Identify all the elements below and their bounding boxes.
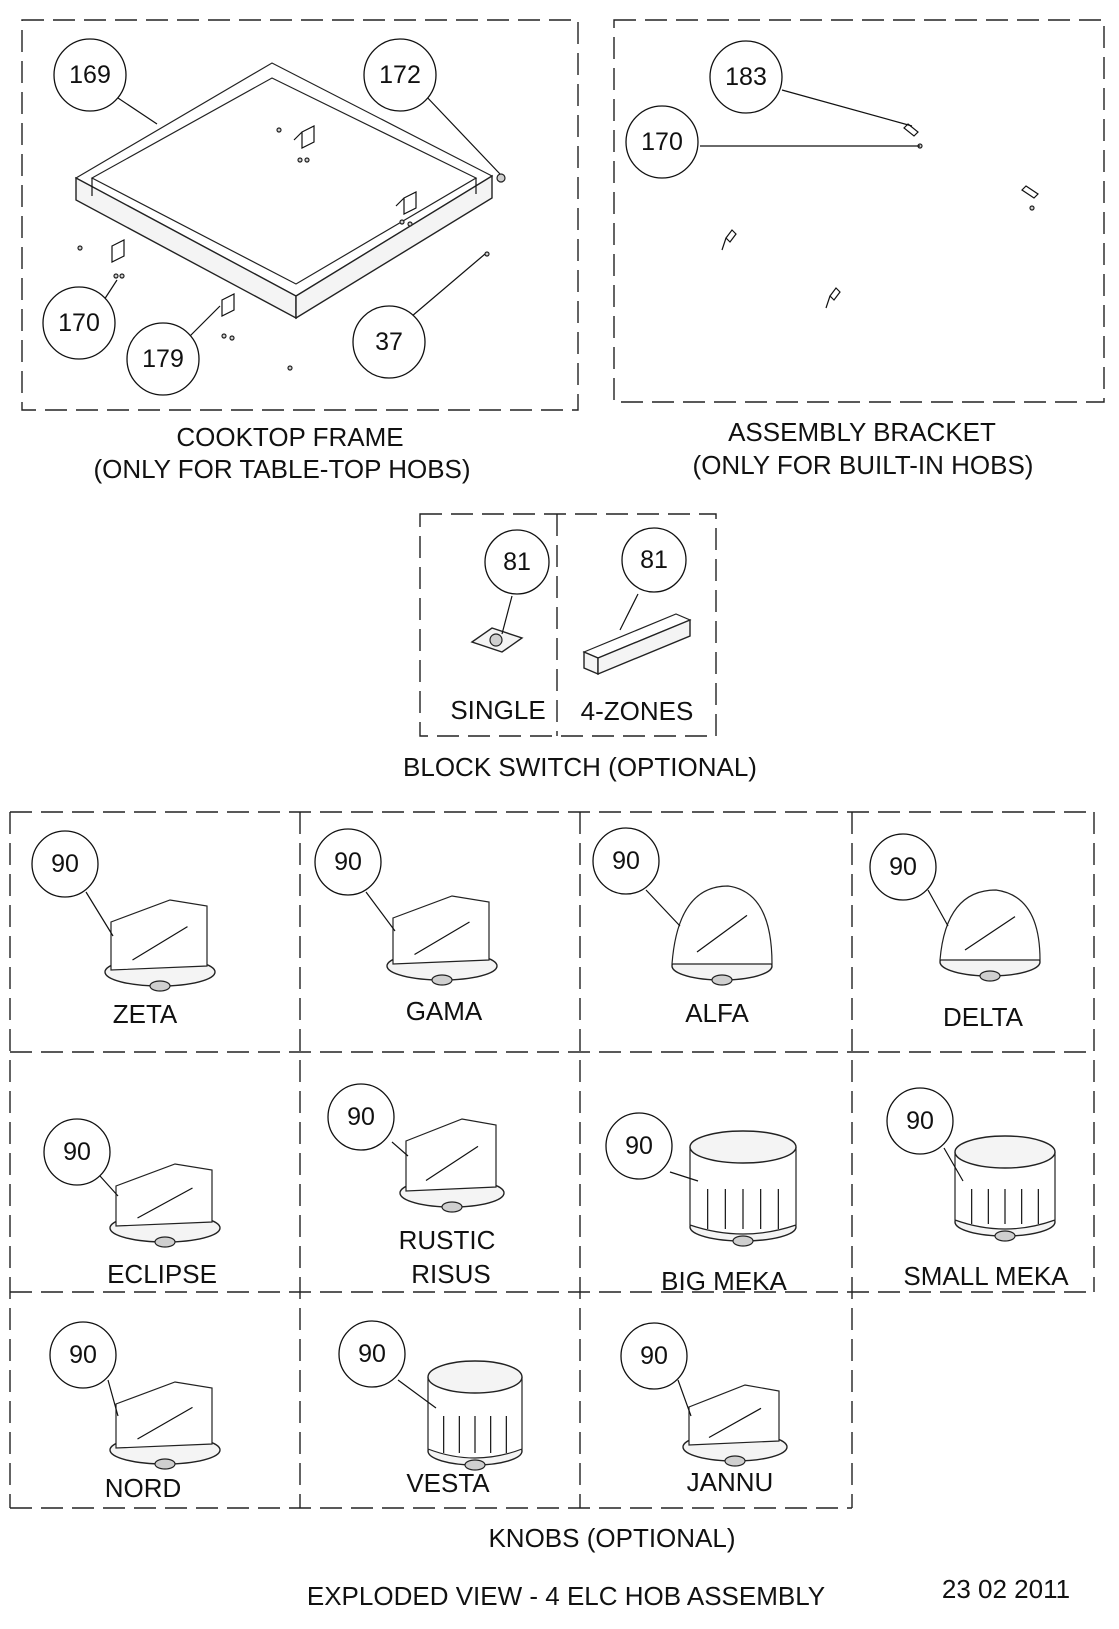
svg-text:170: 170 [641,128,683,156]
block-switch-single-part [470,627,524,653]
callout-90-small-meka: 90 [886,1087,954,1155]
knob-label-jannu: JANNU [687,1467,774,1497]
assembly-bracket-section: 183 170 ASSEMBLY BRACKET (ONLY FOR BUILT… [613,19,1105,480]
assembly-bracket-box [613,19,1105,403]
callout-90-jannu: 90 [620,1322,688,1390]
block-switch-single-label: SINGLE [450,695,545,725]
svg-text:170: 170 [58,309,100,337]
knob-label-eclipse: ECLIPSE [107,1259,217,1289]
svg-text:179: 179 [142,345,184,373]
callout-170-bracket: 170 [625,105,699,179]
knob-rustic-risus [391,1118,505,1213]
block-switch-title: BLOCK SWITCH (OPTIONAL) [403,752,757,782]
svg-text:90: 90 [612,847,640,875]
knob-eclipse [99,1163,221,1248]
cooktop-frame-section: 169 172 170 179 37 COOKTOP FRAME (ONLY F… [21,19,579,484]
callout-170: 170 [42,286,116,360]
knobs-title: KNOBS (OPTIONAL) [488,1523,735,1553]
callout-90-gama: 90 [314,828,382,896]
assembly-bracket-title: ASSEMBLY BRACKET [728,417,996,447]
callout-90-zeta: 90 [31,830,99,898]
svg-text:90: 90 [625,1132,653,1160]
knobs-section: 90 90 90 90 90 90 90 90 90 90 90 ZETA GA… [9,811,1095,1553]
assembly-bracket-subtitle: (ONLY FOR BUILT-IN HOBS) [693,450,1034,480]
callout-90-rustic-risus: 90 [327,1083,395,1151]
cooktop-frame-subtitle: (ONLY FOR TABLE-TOP HOBS) [93,454,470,484]
svg-text:90: 90 [640,1342,668,1370]
callout-90-alfa: 90 [592,827,660,895]
svg-text:81: 81 [503,548,531,576]
callout-90-vesta: 90 [338,1320,406,1388]
block-switch-4zones-label: 4-ZONES [581,696,694,726]
knob-nord [107,1379,221,1470]
cooktop-frame-box [21,19,579,411]
knob-label-alfa: ALFA [685,998,749,1028]
cooktop-frame-part [74,62,506,371]
knob-gama [365,891,498,986]
svg-text:169: 169 [69,61,111,89]
knob-label-gama: GAMA [406,996,483,1026]
cooktop-frame-title: COOKTOP FRAME [176,422,403,452]
assembly-bracket-part [721,123,1039,309]
block-switch-4zones-part [582,613,692,676]
knob-vesta [397,1360,523,1471]
svg-text:37: 37 [375,328,403,356]
knob-delta [927,889,1041,982]
callout-90-eclipse: 90 [43,1118,111,1186]
callout-172: 172 [363,38,437,112]
svg-text:172: 172 [379,61,421,89]
knob-label-vesta: VESTA [406,1468,490,1498]
knob-label-big-meka: BIG MEKA [661,1266,787,1296]
svg-text:81: 81 [640,546,668,574]
knob-label-zeta: ZETA [113,999,178,1029]
knob-label-risus: RISUS [411,1259,490,1289]
knob-label-nord: NORD [105,1473,182,1503]
callout-183: 183 [709,40,783,114]
knob-label-rustic: RUSTIC [399,1225,496,1255]
svg-text:90: 90 [358,1340,386,1368]
knob-label-delta: DELTA [943,1002,1024,1032]
svg-text:90: 90 [889,853,917,881]
svg-text:90: 90 [69,1341,97,1369]
knob-zeta [85,891,216,992]
drawing-title: EXPLODED VIEW - 4 ELC HOB ASSEMBLY [307,1581,825,1611]
callout-37: 37 [352,305,426,379]
svg-text:90: 90 [347,1103,375,1131]
callout-81-4zones: 81 [621,527,687,593]
svg-text:183: 183 [725,63,767,91]
callout-169: 169 [53,38,127,112]
knob-alfa [645,885,773,986]
knob-jannu [677,1379,788,1467]
drawing-date: 23 02 2011 [942,1574,1070,1604]
block-switch-section: 81 81 SINGLE 4-ZONES BLOCK SWITCH (OPTIO… [403,513,757,782]
svg-text:90: 90 [51,850,79,878]
callout-81-single: 81 [484,529,550,595]
callout-179: 179 [126,322,200,396]
callout-90-delta: 90 [869,833,937,901]
knob-label-small-meka: SMALL MEKA [903,1261,1069,1291]
callout-90-nord: 90 [49,1321,117,1389]
block-switch-box [419,513,717,737]
svg-text:90: 90 [63,1138,91,1166]
knob-big-meka [669,1130,797,1247]
knob-small-meka [943,1135,1056,1242]
svg-text:90: 90 [906,1107,934,1135]
callout-90-big-meka: 90 [605,1112,673,1180]
svg-text:90: 90 [334,848,362,876]
